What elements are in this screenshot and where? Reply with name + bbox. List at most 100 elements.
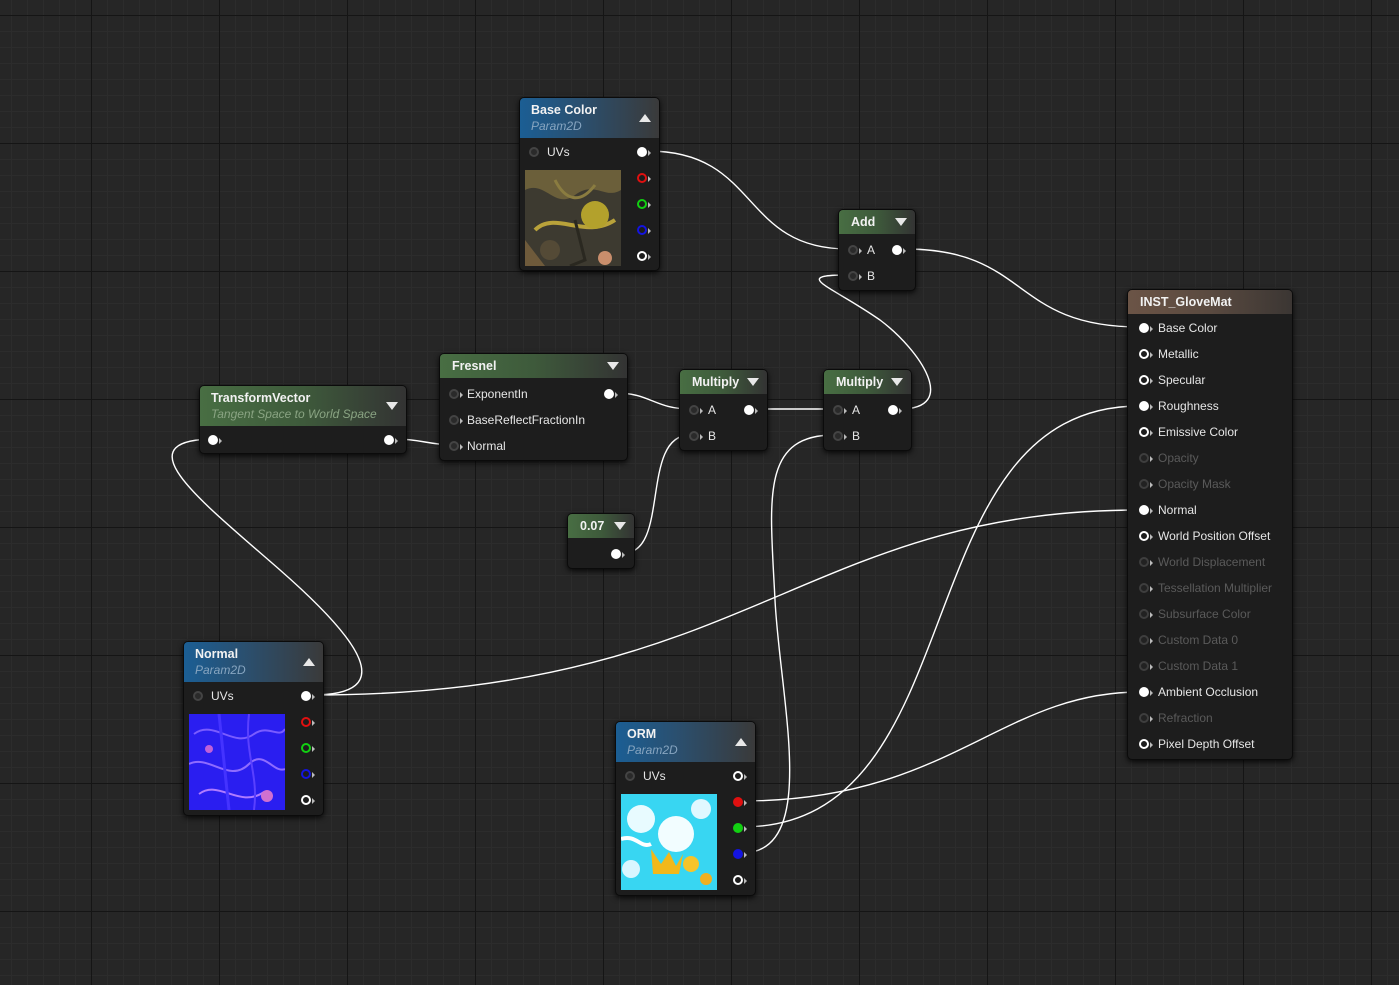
transform-output-pin[interactable]: [384, 435, 398, 445]
normal-texture-preview: [189, 714, 285, 810]
custom-data-1-input-pin[interactable]: [1139, 661, 1153, 671]
opacity-mask-input-pin[interactable]: [1139, 479, 1153, 489]
custom-data-1-label: Custom Data 1: [1158, 659, 1239, 673]
orm-texture-node[interactable]: ORM Param2D UVs: [615, 721, 756, 896]
normal-input-pin[interactable]: [1139, 505, 1153, 515]
red-output-pin[interactable]: [733, 797, 747, 807]
add-node[interactable]: Add A B: [838, 209, 916, 291]
constant-node[interactable]: 0.07: [567, 513, 635, 569]
constant-output-pin[interactable]: [611, 549, 625, 559]
multiply2-output-pin[interactable]: [888, 405, 902, 415]
node-title: Add: [851, 215, 876, 229]
multiply1-output-pin[interactable]: [744, 405, 758, 415]
node-header[interactable]: Multiply: [824, 370, 911, 394]
add-input-a-pin[interactable]: [848, 245, 862, 255]
uvs-input-pin[interactable]: [529, 147, 539, 157]
blue-output-pin[interactable]: [637, 225, 651, 235]
roughness-label: Roughness: [1158, 399, 1219, 413]
ambient-occlusion-input-pin[interactable]: [1139, 687, 1153, 697]
custom-data-0-label: Custom Data 0: [1158, 633, 1239, 647]
base-color-texture-node[interactable]: Base Color Param2D UVs: [519, 97, 660, 271]
rgb-output-pin[interactable]: [733, 771, 747, 781]
collapse-arrow-icon[interactable]: [891, 378, 903, 386]
metallic-input-pin[interactable]: [1139, 349, 1153, 359]
alpha-output-pin[interactable]: [301, 795, 315, 805]
red-output-pin[interactable]: [301, 717, 315, 727]
collapse-arrow-icon[interactable]: [386, 402, 398, 410]
node-header[interactable]: 0.07: [568, 514, 634, 538]
node-header[interactable]: INST_GloveMat: [1128, 290, 1292, 314]
transform-vector-node[interactable]: TransformVector Tangent Space to World S…: [199, 385, 407, 454]
fresnel-normal-pin[interactable]: [449, 441, 463, 451]
multiply-node-1[interactable]: Multiply A B: [679, 369, 768, 451]
rgb-output-pin[interactable]: [301, 691, 315, 701]
multiply2-input-a-pin[interactable]: [833, 405, 847, 415]
world-displacement-label: World Displacement: [1158, 555, 1266, 569]
emissive-color-input-pin[interactable]: [1139, 427, 1153, 437]
tessellation-multiplier-input-pin[interactable]: [1139, 583, 1153, 593]
pixel-depth-offset-label: Pixel Depth Offset: [1158, 737, 1255, 751]
tessellation-multiplier-label: Tessellation Multiplier: [1158, 581, 1273, 595]
collapse-arrow-icon[interactable]: [747, 378, 759, 386]
opacity-input-pin[interactable]: [1139, 453, 1153, 463]
pixel-depth-offset-input-pin[interactable]: [1139, 739, 1153, 749]
roughness-input-pin[interactable]: [1139, 401, 1153, 411]
uvs-input-pin[interactable]: [193, 691, 203, 701]
node-header[interactable]: TransformVector Tangent Space to World S…: [200, 386, 406, 426]
alpha-output-pin[interactable]: [637, 251, 651, 261]
collapse-arrow-icon[interactable]: [614, 522, 626, 530]
uvs-input-label: UVs: [643, 769, 666, 783]
specular-input-pin[interactable]: [1139, 375, 1153, 385]
subsurface-color-input-pin[interactable]: [1139, 609, 1153, 619]
wire-normaltex-to-material-normal: [311, 509, 1141, 696]
input-b-label: B: [867, 269, 876, 283]
base-color-input-pin[interactable]: [1139, 323, 1153, 333]
add-input-b-pin[interactable]: [848, 271, 862, 281]
multiply-node-2[interactable]: Multiply A B: [823, 369, 912, 451]
collapse-arrow-icon[interactable]: [303, 658, 315, 666]
multiply1-input-b-pin[interactable]: [689, 431, 703, 441]
node-header[interactable]: Normal Param2D: [184, 642, 323, 682]
multiply2-input-b-pin[interactable]: [833, 431, 847, 441]
wire-orm-green-to-material-roughness: [741, 405, 1141, 828]
exponent-in-pin[interactable]: [449, 389, 463, 399]
add-output-pin[interactable]: [892, 245, 906, 255]
uvs-input-pin[interactable]: [625, 771, 635, 781]
transform-input-pin[interactable]: [208, 435, 222, 445]
green-output-pin[interactable]: [301, 743, 315, 753]
custom-data-0-input-pin[interactable]: [1139, 635, 1153, 645]
collapse-arrow-icon[interactable]: [735, 738, 747, 746]
multiply1-input-a-pin[interactable]: [689, 405, 703, 415]
refraction-input-pin[interactable]: [1139, 713, 1153, 723]
node-header[interactable]: Multiply: [680, 370, 767, 394]
node-header[interactable]: ORM Param2D: [616, 722, 755, 762]
collapse-arrow-icon[interactable]: [639, 114, 651, 122]
collapse-arrow-icon[interactable]: [895, 218, 907, 226]
alpha-output-pin[interactable]: [733, 875, 747, 885]
material-title: INST_GloveMat: [1140, 295, 1232, 309]
world-position-offset-input-pin[interactable]: [1139, 531, 1153, 541]
world-displacement-input-pin[interactable]: [1139, 557, 1153, 567]
normal-texture-node[interactable]: Normal Param2D UVs: [183, 641, 324, 816]
node-title: Multiply: [836, 375, 884, 389]
fresnel-output-pin[interactable]: [604, 389, 618, 399]
node-header[interactable]: Add: [839, 210, 915, 234]
green-output-pin[interactable]: [637, 199, 651, 209]
red-output-pin[interactable]: [637, 173, 651, 183]
blue-output-pin[interactable]: [733, 849, 747, 859]
node-header[interactable]: Fresnel: [440, 354, 627, 378]
collapse-arrow-icon[interactable]: [607, 362, 619, 370]
emissive-color-label: Emissive Color: [1158, 425, 1239, 439]
input-a-label: A: [852, 403, 861, 417]
fresnel-node[interactable]: Fresnel ExponentIn BaseReflectFractionIn…: [439, 353, 628, 461]
rgb-output-pin[interactable]: [637, 147, 651, 157]
blue-output-pin[interactable]: [301, 769, 315, 779]
node-title: Fresnel: [452, 359, 497, 373]
world-position-offset-label: World Position Offset: [1158, 529, 1271, 543]
wire-orm-red-to-material-ao: [741, 691, 1141, 802]
node-header[interactable]: Base Color Param2D: [520, 98, 659, 138]
green-output-pin[interactable]: [733, 823, 747, 833]
ambient-occlusion-label: Ambient Occlusion: [1158, 685, 1259, 699]
base-reflect-fraction-in-pin[interactable]: [449, 415, 463, 425]
